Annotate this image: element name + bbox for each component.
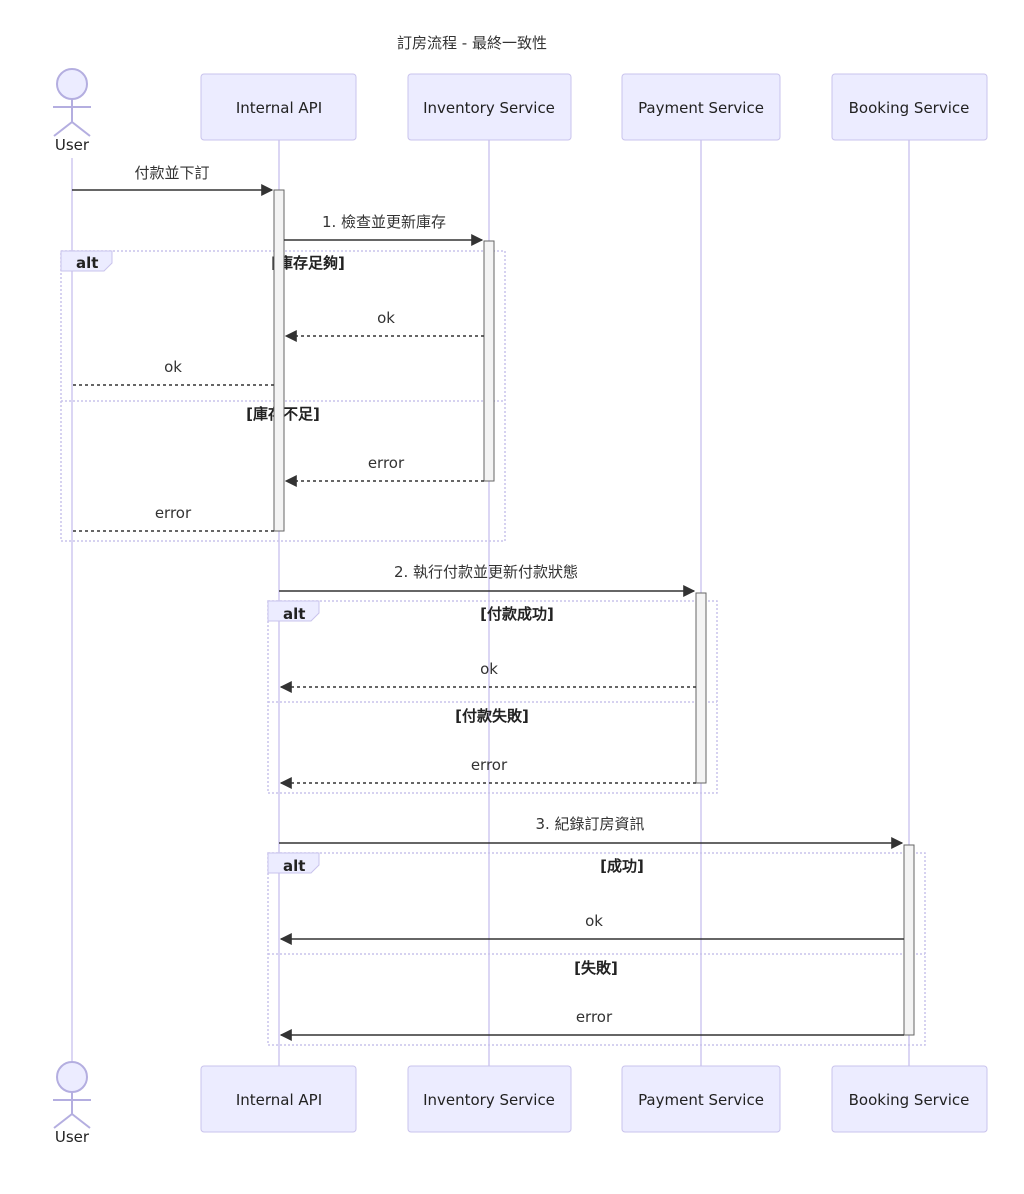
message-user-ok: ok: [72, 358, 274, 386]
user-head-icon-bottom: [56, 1061, 88, 1093]
booking-service-actor-top: Booking Service: [831, 73, 988, 141]
message-label-record-booking: 3. 紀錄訂房資訊: [535, 815, 644, 833]
alt-condition-payment-failed: [付款失敗]: [455, 707, 529, 725]
alt-keyword-1: alt: [76, 254, 98, 272]
payment-service-actor-top: Payment Service: [621, 73, 781, 141]
inventory-service-actor-top: Inventory Service: [407, 73, 572, 141]
message-label-check-inventory: 1. 檢查並更新庫存: [322, 213, 446, 231]
message-execute-payment: 2. 執行付款並更新付款狀態: [279, 563, 696, 597]
alt-keyword-3: alt: [283, 857, 305, 875]
alt-keyword-2: alt: [283, 605, 305, 623]
message-label-inventory-error: error: [368, 454, 405, 472]
alt-condition-payment-success: [付款成功]: [480, 605, 554, 623]
message-booking-error: error: [279, 1008, 904, 1041]
message-user-error: error: [72, 504, 274, 532]
user-label-top: User: [55, 136, 90, 154]
message-label-payment-error: error: [471, 756, 508, 774]
message-payment-error: error: [279, 756, 696, 789]
message-payment-ok: ok: [279, 660, 696, 693]
payment-service-actor-bottom: Payment Service: [621, 1065, 781, 1133]
message-label-user-ok: ok: [164, 358, 182, 376]
diagram-title: 訂房流程 - 最終一致性: [397, 34, 547, 52]
message-label-pay-and-order: 付款並下訂: [134, 164, 209, 182]
message-check-inventory: 1. 檢查並更新庫存: [284, 213, 484, 246]
internal-api-actor-top: Internal API: [200, 73, 357, 141]
message-inventory-ok: ok: [284, 309, 484, 342]
booking-service-actor-bottom: Booking Service: [831, 1065, 988, 1133]
message-label-user-error: error: [155, 504, 192, 522]
inventory-service-actor-bottom: Inventory Service: [407, 1065, 572, 1133]
booking-service-label-bottom: Booking Service: [849, 1091, 970, 1109]
internal-api-label-top: Internal API: [236, 99, 322, 117]
user-head-icon: [56, 68, 88, 100]
message-inventory-error: error: [284, 454, 484, 487]
inventory-service-label-top: Inventory Service: [423, 99, 555, 117]
message-label-booking-ok: ok: [585, 912, 603, 930]
user-label-bottom: User: [55, 1128, 90, 1146]
message-label-execute-payment: 2. 執行付款並更新付款狀態: [394, 563, 578, 581]
activation-payment-service: [695, 592, 707, 784]
message-booking-ok: ok: [279, 912, 904, 945]
activation-internal-api: [273, 189, 285, 532]
message-pay-and-order: 付款並下訂: [72, 164, 274, 196]
inventory-service-label-bottom: Inventory Service: [423, 1091, 555, 1109]
user-actor-bottom: User: [53, 1061, 91, 1146]
internal-api-label-bottom: Internal API: [236, 1091, 322, 1109]
alt-frame-booking: alt [成功] [失敗]: [267, 852, 926, 1046]
activation-booking-service: [903, 844, 915, 1036]
alt-condition-failed: [失敗]: [574, 959, 618, 977]
alt-condition-stock-enough: [庫存足夠]: [271, 254, 345, 272]
payment-service-label-bottom: Payment Service: [638, 1091, 764, 1109]
user-actor-top: User: [53, 68, 91, 154]
alt-condition-success: [成功]: [600, 857, 644, 875]
message-label-payment-ok: ok: [480, 660, 498, 678]
payment-service-label-top: Payment Service: [638, 99, 764, 117]
booking-service-label-top: Booking Service: [849, 99, 970, 117]
internal-api-actor-bottom: Internal API: [200, 1065, 357, 1133]
message-label-inventory-ok: ok: [377, 309, 395, 327]
message-record-booking: 3. 紀錄訂房資訊: [279, 815, 904, 849]
activation-inventory-service: [483, 240, 495, 482]
alt-frame-payment: alt [付款成功] [付款失敗]: [267, 600, 718, 794]
message-label-booking-error: error: [576, 1008, 613, 1026]
